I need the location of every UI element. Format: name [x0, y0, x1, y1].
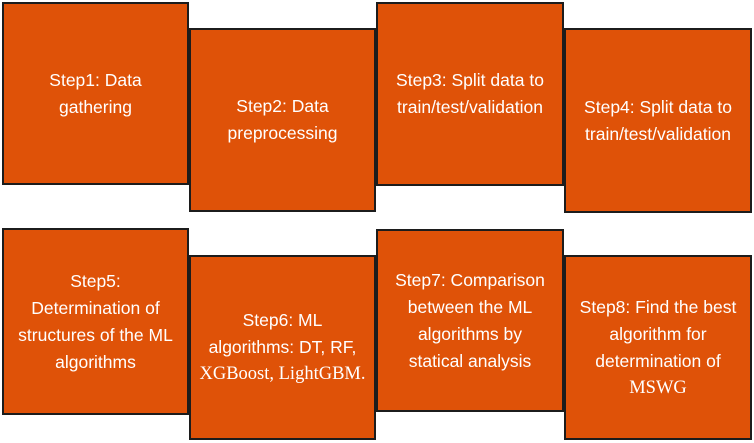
step6-line3: XGBoost, LightGBM.: [199, 364, 366, 384]
step6-line1: Step6: ML: [242, 310, 323, 330]
step8-box: Step8: Find the best algorithm for deter…: [564, 255, 752, 440]
step1-label: Step1: Data gathering: [49, 69, 142, 117]
step3-box: Step3: Split data to train/test/validati…: [376, 2, 564, 186]
step4-label: Step4: Split data to train/test/validati…: [584, 96, 732, 144]
step2-box: Step2: Data preprocessing: [189, 28, 376, 212]
step6-box: Step6: ML algorithms: DT, RF, XGBoost, L…: [189, 255, 376, 440]
step4-box: Step4: Split data to train/test/validati…: [564, 28, 752, 213]
step6-line2: algorithms: DT, RF,: [208, 337, 357, 357]
step8-label: Step8: Find the best algorithm for deter…: [579, 296, 737, 371]
step5-label: Step5: Determination of structures of th…: [18, 270, 173, 372]
step1-box: Step1: Data gathering: [2, 2, 189, 185]
step7-box: Step7: Comparison between the ML algorit…: [376, 229, 564, 412]
step8-label-mswg: MSWG: [629, 377, 687, 398]
step3-label: Step3: Split data to train/test/validati…: [396, 70, 544, 117]
step5-box: Step5: Determination of structures of th…: [2, 228, 189, 415]
step7-label: Step7: Comparison between the ML algorit…: [395, 269, 545, 371]
step2-label: Step2: Data preprocessing: [227, 96, 338, 143]
